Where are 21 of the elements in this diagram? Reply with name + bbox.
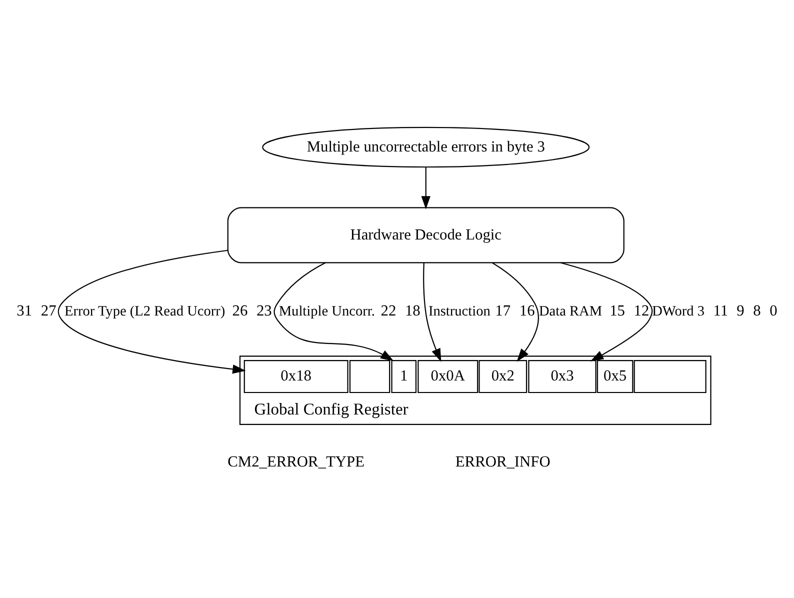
edge-label: DWord 3 <box>652 303 705 320</box>
label: 11 <box>713 302 728 320</box>
label: 15 <box>610 302 625 320</box>
label: CM2_ERROR_TYPE <box>228 453 364 470</box>
label: 16 <box>519 302 535 320</box>
label: 31 <box>16 302 32 320</box>
label: ERROR_INFO <box>455 453 550 470</box>
label: 27 <box>40 302 56 320</box>
label: 0 <box>770 302 778 320</box>
edge-label: Multiple Uncorr. <box>278 303 375 320</box>
edge-label: Error Type (L2 Read Ucorr) <box>64 303 226 320</box>
label: 26 <box>232 302 248 320</box>
label: 17 <box>495 302 511 320</box>
label: 8 <box>753 302 761 320</box>
edge-label: Instruction <box>428 303 490 320</box>
label: 22 <box>380 302 396 320</box>
label: 18 <box>404 302 420 320</box>
label: 9 <box>736 302 744 320</box>
label: 12 <box>634 302 650 320</box>
label: 23 <box>256 302 272 320</box>
edge-label: Data RAM <box>538 303 602 320</box>
